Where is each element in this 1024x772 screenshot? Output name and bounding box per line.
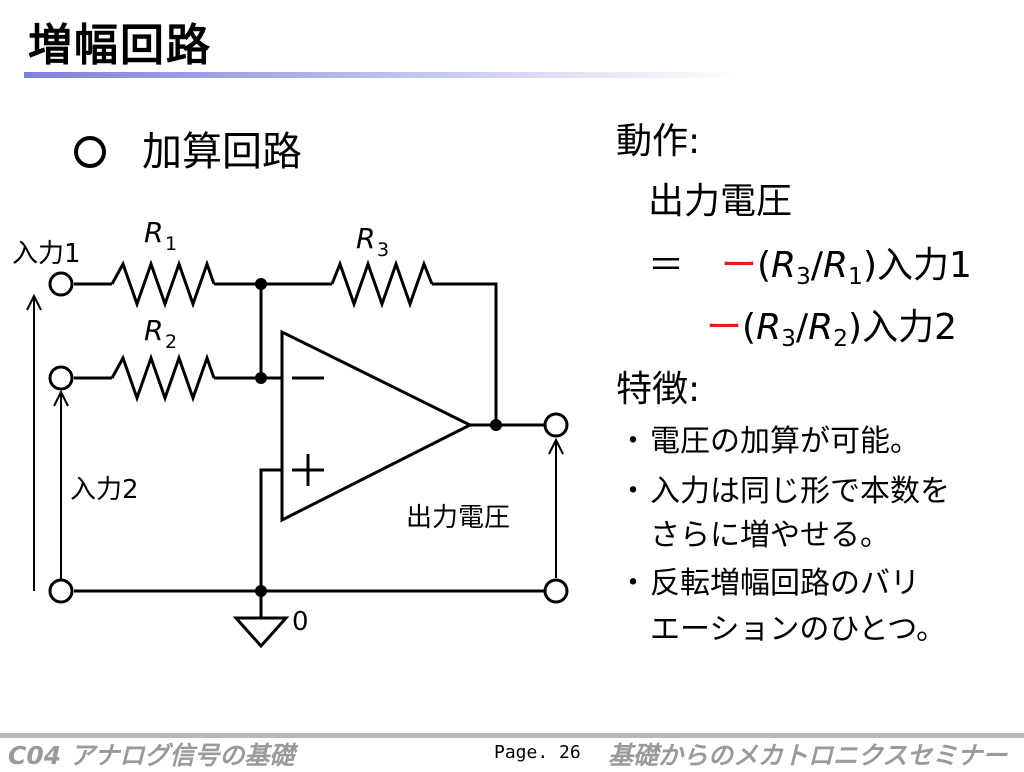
close-paren: )	[848, 307, 863, 348]
section-heading-text: 加算回路	[142, 129, 302, 175]
feature-bullet: ・	[618, 474, 648, 509]
r-subscript: 3	[796, 262, 811, 291]
input-term: 入力1	[876, 245, 972, 286]
footer-course-title: C04 アナログ信号の基礎	[8, 741, 295, 770]
close-paren: )	[862, 245, 877, 286]
ground-label: 0	[292, 607, 309, 637]
r-letter: R	[756, 307, 782, 348]
junction-dot	[490, 419, 502, 431]
footer-page-number: Page. 26	[494, 742, 581, 763]
r-letter: R	[823, 245, 849, 286]
input1-arrow	[26, 293, 42, 591]
r-subscript: 3	[781, 324, 796, 353]
ground-icon	[232, 616, 290, 649]
r2-resistor	[110, 353, 216, 403]
r1-label-sub: 1	[165, 233, 177, 255]
section-heading: 加算回路	[74, 126, 302, 178]
input1-terminal	[48, 271, 74, 297]
slash: /	[795, 307, 809, 348]
ground-terminal-left	[48, 578, 74, 604]
input2-arrow	[53, 389, 69, 591]
feature-item-text: 反転増幅回路のバリ	[650, 566, 920, 601]
r-letter: R	[808, 307, 834, 348]
feature-item-text: エーションのひとつ。	[650, 612, 947, 647]
junction-dot	[255, 278, 267, 290]
r1-resistor	[110, 259, 216, 309]
feature-item-text: 電圧の加算が可能。	[650, 424, 920, 459]
footer-seminar-title: 基礎からのメカトロニクスセミナー	[608, 741, 1008, 770]
feature-bullet: ・	[618, 424, 648, 459]
feature-item-text: 入力は同じ形で本数を	[650, 474, 950, 509]
minus-sign: ー	[706, 307, 743, 348]
noninverting-wire	[259, 468, 282, 591]
feature-item-text: さらに増やせる。	[650, 518, 890, 553]
r3-resistor	[330, 259, 434, 309]
features-heading: 特徴:	[616, 369, 701, 410]
ground-terminal-right	[543, 578, 569, 604]
plus-sign-mark	[292, 454, 324, 486]
input1-label: 入力1	[12, 239, 81, 269]
slide-title: 増幅回路	[28, 20, 212, 71]
junction-dot	[255, 585, 267, 597]
formula-line-2: ー(R3/R2)入力2	[706, 306, 957, 360]
circle-bullet-icon	[74, 136, 106, 168]
r-letter: R	[770, 245, 796, 286]
feedback-wire	[432, 282, 498, 425]
r-subscript: 2	[833, 324, 849, 353]
operation-output-label: 出力電圧	[648, 181, 793, 222]
open-paren: (	[742, 307, 757, 348]
input2-label: 入力2	[70, 475, 139, 505]
r2-label-letter: R	[144, 314, 163, 347]
footer-divider	[0, 733, 1024, 738]
r3-label-sub: 3	[377, 239, 389, 261]
minus-sign: ー	[720, 245, 757, 286]
r-subscript: 1	[848, 262, 863, 291]
output-arrow	[548, 437, 564, 578]
slash: /	[810, 245, 824, 286]
input-term: 入力2	[862, 307, 957, 348]
formula-line-1: ＝ ー(R3/R1)入力1	[648, 244, 972, 298]
output-label: 出力電圧	[406, 503, 510, 533]
title-underline	[24, 72, 744, 78]
output-terminal	[543, 412, 569, 438]
r1-label-letter: R	[144, 216, 163, 249]
input2-terminal	[48, 365, 74, 391]
r2-label-sub: 2	[165, 331, 177, 353]
r3-label-letter: R	[356, 222, 375, 255]
opamp-triangle	[280, 329, 474, 523]
operation-heading: 動作:	[616, 121, 701, 162]
feature-bullet: ・	[618, 566, 648, 601]
equals-sign: ＝	[648, 245, 685, 286]
junction-dot	[255, 372, 267, 384]
open-paren: (	[756, 245, 771, 286]
